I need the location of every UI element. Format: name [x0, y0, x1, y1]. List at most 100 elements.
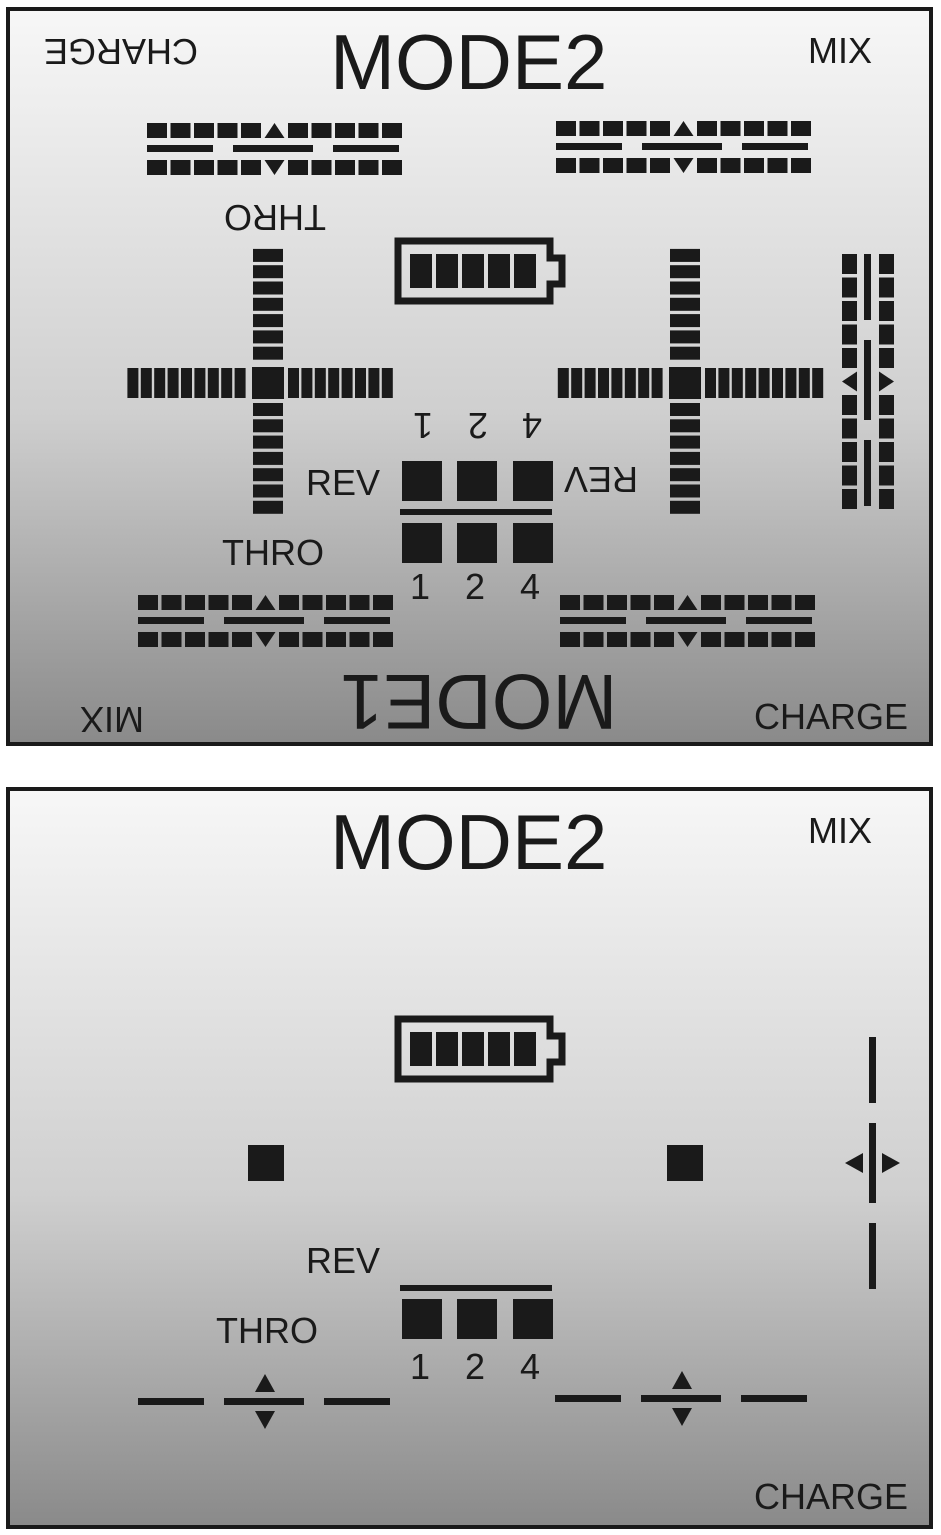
trim-segment	[161, 632, 182, 647]
trim-segment	[879, 254, 894, 274]
stick-segment	[341, 368, 353, 398]
trim-bar	[138, 617, 204, 624]
trim-segment	[194, 160, 214, 175]
stick-segment	[253, 281, 283, 295]
trim-segment	[217, 160, 238, 175]
trim-segment	[326, 632, 346, 647]
stick-segment	[207, 368, 219, 398]
arrow-up-icon	[264, 123, 285, 138]
trim-segment	[607, 632, 627, 647]
stick-segment	[638, 368, 650, 398]
trim-segment	[138, 632, 158, 647]
mix-top-label: MIX	[808, 30, 873, 71]
trim-bar	[556, 143, 622, 150]
trim-segment	[579, 158, 600, 173]
trim-segment	[842, 277, 857, 298]
arrow-up-icon	[672, 1371, 692, 1389]
arrow-down-icon	[255, 632, 276, 647]
trim-segment	[241, 160, 261, 175]
channel-4-label: 4	[520, 1346, 541, 1387]
trim-segment	[349, 632, 370, 647]
trim-segment	[697, 121, 717, 136]
stick-segment	[705, 368, 716, 398]
trim-segment	[170, 160, 191, 175]
trim-segment	[311, 123, 332, 138]
trim-segment	[626, 121, 647, 136]
arrow-right-icon	[879, 371, 894, 392]
stick-segment	[253, 330, 283, 344]
vertical-trim-center	[845, 1037, 900, 1289]
channel-1-label: 1	[410, 1346, 431, 1387]
stick-segment	[253, 403, 283, 416]
stick-segment	[288, 368, 299, 398]
trim-segment	[744, 121, 764, 136]
trim-segment	[326, 595, 346, 610]
stick-segment	[253, 314, 283, 328]
lcd-panel-all-segments: MODE2 MODE1 CHARGE CHARGE MIX MIX THRO T…	[6, 7, 933, 746]
rev-left-label: REV	[306, 462, 381, 503]
channel-2-label: 2	[465, 1346, 486, 1387]
trim-bar	[324, 617, 390, 624]
stick-segment	[221, 368, 233, 398]
stick-segment	[670, 468, 700, 482]
lcd-panel-neutral: MODE2 MIX CHARGE THRO REV 1 2 4	[6, 787, 933, 1529]
charge-bottom-label: CHARGE	[754, 1476, 909, 1517]
right-trim-center	[555, 1371, 807, 1426]
trim-segment	[302, 595, 323, 610]
stick-segment	[758, 368, 770, 398]
trim-segment	[701, 595, 721, 610]
rev-label: REV	[306, 1240, 381, 1281]
trim-bar	[233, 145, 313, 152]
trim-segment	[842, 254, 857, 274]
trim-bar	[560, 617, 626, 624]
stick-segment	[670, 451, 700, 465]
stick-segment	[670, 346, 700, 360]
trim-segment	[842, 395, 857, 415]
stick-segment	[611, 368, 623, 398]
trim-bar	[646, 617, 726, 624]
trim-segment	[382, 160, 402, 175]
trim-segment	[302, 632, 323, 647]
trim-segment	[771, 595, 792, 610]
trim-segment	[194, 123, 214, 138]
trim-bar	[864, 340, 871, 420]
stick-segment	[253, 346, 283, 360]
stick-segment	[670, 500, 700, 514]
trim-segment	[842, 324, 857, 345]
stick-segment	[253, 419, 283, 433]
trim-segment	[279, 595, 299, 610]
trim-segment	[879, 348, 894, 368]
trim-bar	[746, 617, 812, 624]
trim-segment	[138, 595, 158, 610]
thro-bottom-label: THRO	[222, 532, 324, 573]
stick-segment	[194, 368, 206, 398]
stick-segment	[253, 248, 283, 262]
trim-segment	[373, 595, 393, 610]
stick-segment	[670, 419, 700, 433]
trim-segment	[583, 595, 604, 610]
trim-segment	[579, 121, 600, 136]
trim-segment	[842, 442, 857, 462]
trim-segment	[879, 418, 894, 439]
trim-segment	[147, 160, 167, 175]
stick-segment	[785, 368, 797, 398]
trim-segment	[791, 158, 811, 173]
stick-segment	[812, 368, 824, 398]
thro-label: THRO	[216, 1310, 318, 1351]
trim-segment	[842, 489, 857, 509]
trim-segment	[791, 121, 811, 136]
channel-2-label: 2	[465, 566, 486, 607]
rev-right-label: REV	[564, 459, 639, 500]
trim-segment	[185, 595, 205, 610]
trim-bar	[742, 143, 808, 150]
stick-segment	[651, 368, 663, 398]
arrow-left-icon	[842, 371, 857, 392]
stick-segment	[127, 368, 139, 398]
trim-segment	[842, 348, 857, 368]
stick-segment	[253, 484, 283, 498]
trim-segment	[630, 632, 651, 647]
stick-segment	[253, 297, 283, 311]
trim-segment	[842, 301, 857, 321]
trim-segment	[208, 595, 229, 610]
thro-top-label: THRO	[224, 197, 326, 238]
